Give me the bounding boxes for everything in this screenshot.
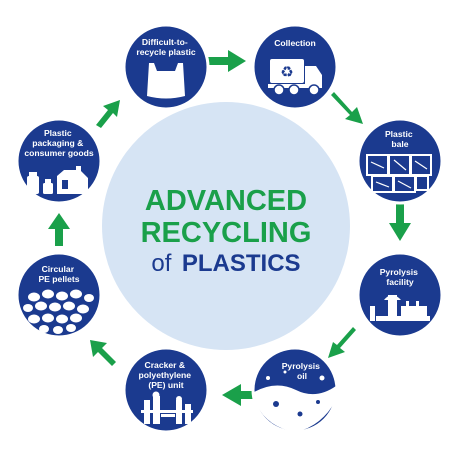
arrow-packaging-to-difficult (96, 100, 120, 128)
center-title-of: of (151, 250, 171, 277)
arrow-bale-to-facility (389, 203, 411, 241)
node-label-line: Pyrolysis (282, 361, 320, 371)
arrow-facility-to-oil (328, 327, 356, 358)
node-pyrolysis-facility: Pyrolysis facility (356, 251, 444, 339)
svg-text:Difficult-to- recycle pl: Difficult-to- recycle plastic (136, 37, 195, 57)
recycle-symbol-icon: ♻ (280, 63, 293, 81)
node-label-line: Collection (274, 38, 316, 48)
node-label-line: consumer goods (24, 148, 93, 158)
node-label-line: recycle plastic (136, 47, 195, 57)
node-label-line: packaging & (32, 138, 83, 148)
svg-text:Circular PE pellets: Circular PE pellets (38, 264, 79, 284)
node-cracker-pe-unit: Cracker & polyethylene (PE) unit (122, 346, 210, 434)
svg-text:Plastic bale: Plastic bale (385, 129, 415, 149)
center-title-line2: RECYCLING (141, 217, 312, 249)
arrow-oil-to-cracker (222, 384, 260, 406)
node-difficult-to-recycle: Difficult-to- recycle plastic (122, 23, 210, 111)
arrow-cracker-to-pellets (90, 340, 116, 366)
center-title-line1: ADVANCED (145, 185, 307, 217)
node-label-line: oil (297, 371, 307, 381)
plastic-bag-icon (147, 63, 185, 99)
node-pyrolysis-oil: Pyrolysis oil (251, 346, 339, 434)
node-circular-pe-pellets: Circular PE pellets (15, 251, 103, 339)
node-label-line: Difficult-to- (142, 37, 188, 47)
arrow-pellets-to-packaging (48, 213, 70, 246)
node-plastic-packaging: Plastic packaging & consumer goods (15, 117, 103, 205)
node-label-line: Plastic (44, 128, 72, 138)
oil-drop-icon (254, 370, 336, 432)
bottles-icon (27, 166, 88, 194)
node-label-line: Pyrolysis (380, 267, 418, 277)
node-label-line: PE pellets (38, 274, 79, 284)
pyrolysis-facility-icon (370, 295, 430, 321)
flow-arrows (48, 50, 411, 406)
svg-text:Cracker & polyethylene: Cracker & polyethylene (PE) unit (139, 360, 194, 390)
plastic-bale-icon (366, 154, 432, 193)
arrow-difficult-to-collection (206, 50, 246, 72)
node-plastic-bale: Plastic bale (356, 117, 444, 205)
node-label-line: Cracker & (145, 360, 186, 370)
cracker-unit-icon (141, 391, 193, 424)
node-label-line: facility (386, 277, 413, 287)
node-collection: Collection ♻ (251, 23, 339, 111)
svg-text:Plastic packaging &: Plastic packaging & consumer goods (24, 128, 93, 158)
svg-text:Collection: Collection (274, 38, 316, 48)
center-circle (102, 102, 350, 350)
pe-pellets-icon (23, 289, 94, 334)
node-label-line: bale (391, 139, 408, 149)
svg-text:Pyrolysis facility: Pyrolysis facility (380, 267, 421, 287)
svg-text:Pyrolysis oil: Pyrolysis oil (282, 361, 323, 381)
node-label-line: Plastic (385, 129, 413, 139)
arrow-collection-to-bale (331, 92, 363, 124)
center-title-line3: of PLASTICS (151, 250, 300, 277)
recycling-truck-icon: ♻ (268, 59, 322, 96)
node-label-line: polyethylene (139, 370, 192, 380)
node-label-line: Circular (42, 264, 75, 274)
center-title-plastics: PLASTICS (182, 250, 301, 277)
node-label-line: (PE) unit (148, 380, 183, 390)
